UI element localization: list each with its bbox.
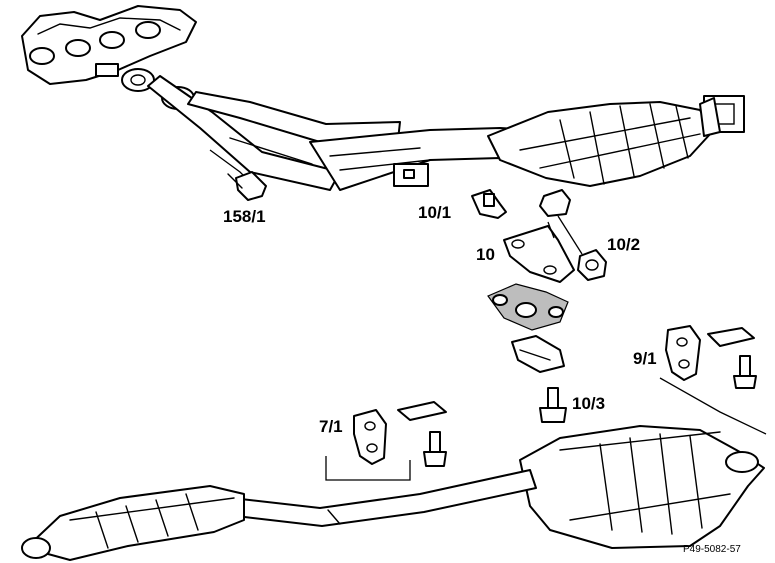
callout-10-1: 10/1 <box>418 203 452 222</box>
callout-10-3: 10/3 <box>572 394 606 413</box>
bracket-clip <box>511 335 565 373</box>
front-muffler <box>21 485 245 561</box>
callout-10: 10 <box>476 245 495 264</box>
bracket-10 <box>503 221 575 283</box>
exhaust-manifold <box>21 5 197 85</box>
hanger-7-1 <box>325 401 447 481</box>
drawing-id: P49-5082-57 <box>683 544 741 555</box>
bolt-158-1 <box>209 149 267 201</box>
callout-10-2: 10/2 <box>607 235 641 254</box>
outlet-flange <box>699 95 745 137</box>
callout-9-1: 9/1 <box>633 349 657 368</box>
rubber-mount-10-2 <box>539 189 607 281</box>
catalytic-converters <box>487 101 713 187</box>
hanger-9-1 <box>659 325 767 435</box>
callout-158-1: 158/1 <box>223 207 266 226</box>
rear-muffler <box>519 425 765 549</box>
y-pipe <box>309 127 549 191</box>
bolt-10-3 <box>539 387 567 423</box>
clamp-bolt-10-1 <box>471 189 507 219</box>
intermediate-pipe <box>231 469 537 527</box>
mounting-plate <box>487 283 569 331</box>
callout-7-1: 7/1 <box>319 417 343 436</box>
